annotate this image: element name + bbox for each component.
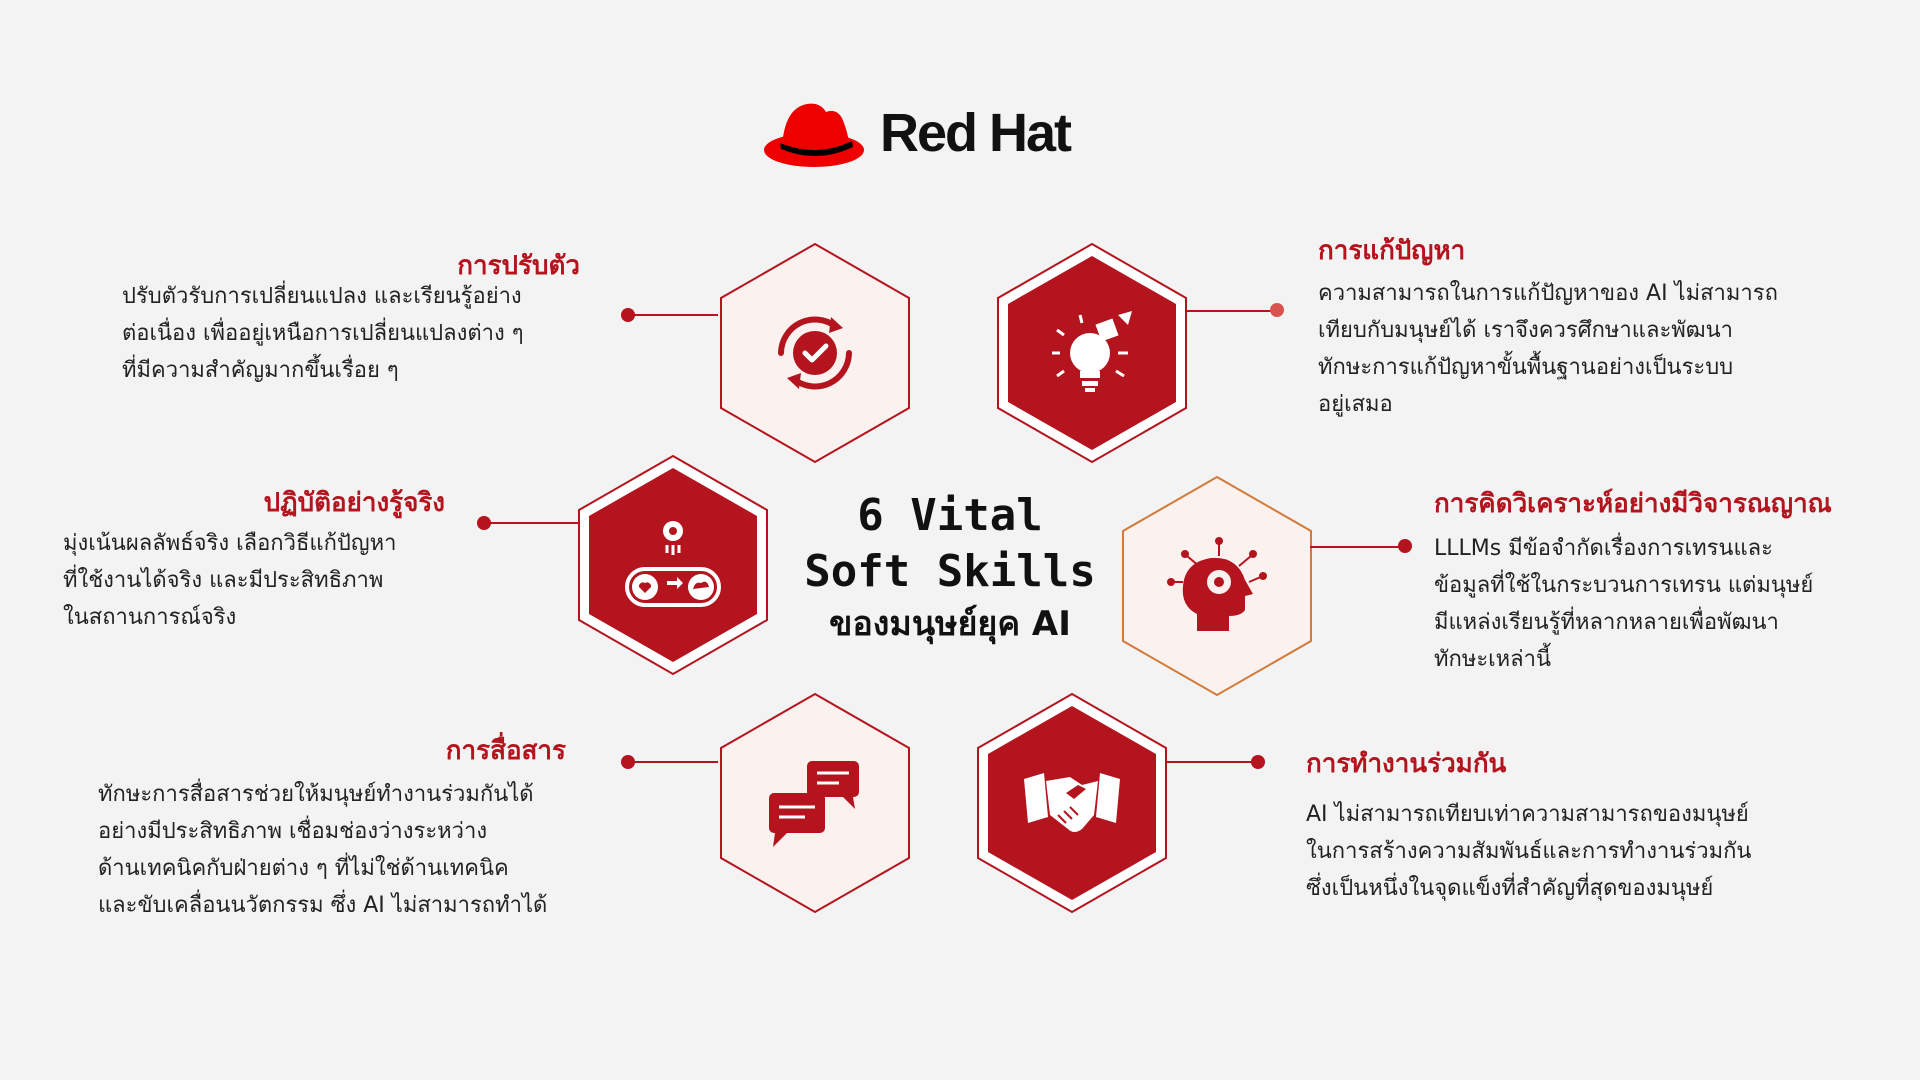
brand-name: Red Hat [880, 103, 1072, 163]
desc-line: ที่ใช้งานได้จริง และมีประสิทธิภาพ [63, 568, 384, 593]
skill-adaptability-hex [715, 240, 915, 466]
desc-line: ความสามารถในการแก้ปัญหาของ AI ไม่สามารถ [1318, 281, 1778, 306]
connector-dot [1270, 303, 1284, 317]
infographic-title: 6 Vital Soft Skills ของมนุษย์ยุค AI [790, 488, 1110, 648]
desc-line: ในการสร้างความสัมพันธ์และการทำงานร่วมกัน [1306, 839, 1752, 864]
skill-collaboration: การทำงานร่วมกัน AI ไม่สามารถเทียบเท่าควา… [1306, 743, 1751, 907]
chat-bubbles-icon [769, 761, 859, 847]
skill-critical-thinking-hex [1117, 473, 1317, 699]
title-line-1: 6 Vital [857, 490, 1043, 541]
desc-line: ซึ่งเป็นหนึ่งในจุดแข็งที่สำคัญที่สุดของม… [1306, 876, 1714, 901]
connector-dot [1398, 539, 1412, 553]
skill-practical-desc: มุ่งเน้นผลลัพธ์จริง เลือกวิธีแก้ปัญหา ที… [63, 525, 396, 636]
title-line-3: ของมนุษย์ยุค AI [829, 604, 1071, 644]
red-hat-logo: Red Hat [762, 88, 1102, 178]
desc-line: ข้อมูลที่ใช้ในกระบวนการเทรน แต่มนุษย์ [1434, 573, 1814, 598]
desc-line: ด้านเทคนิคกับฝ่ายต่าง ๆ ที่ไม่ใช่ด้านเทค… [98, 856, 509, 881]
skill-practical-hex [573, 452, 773, 678]
desc-line: ต่อเนื่อง เพื่ออยู่เหนือการเปลี่ยนแปลงต่… [122, 321, 524, 346]
desc-line: ทักษะการแก้ปัญหาขั้นพื้นฐานอย่างเป็นระบบ [1318, 355, 1734, 380]
skill-problem-solving: การแก้ปัญหา ความสามารถในการแก้ปัญหาของ A… [1318, 230, 1778, 423]
red-hat-icon [764, 103, 864, 167]
skill-adaptability-desc: ปรับตัวรับการเปลี่ยนแปลง และเรียนรู้อย่า… [122, 278, 524, 389]
handshake-icon [1024, 773, 1120, 832]
skill-collaboration-hex [972, 690, 1172, 916]
skill-title: การทำงานร่วมกัน [1306, 749, 1507, 779]
title-line-2: Soft Skills [804, 546, 1096, 597]
connector-line [628, 314, 718, 316]
skill-critical-thinking: การคิดวิเคราะห์อย่างมีวิจารณญาณ LLLMs มี… [1434, 483, 1832, 678]
skill-title: การสื่อสาร [445, 736, 566, 766]
desc-line: ที่มีความสำคัญมากขึ้นเรื่อย ๆ [122, 358, 399, 383]
desc-line: ปรับตัวรับการเปลี่ยนแปลง และเรียนรู้อย่า… [122, 284, 522, 309]
skill-problem-solving-hex [992, 240, 1192, 466]
skill-problem-solving-desc: ความสามารถในการแก้ปัญหาของ AI ไม่สามารถ … [1318, 275, 1778, 423]
refresh-check-icon [778, 316, 852, 390]
connector-line [1310, 546, 1404, 548]
desc-line: อย่างมีประสิทธิภาพ เชื่อมช่องว่างระหว่าง [98, 819, 488, 844]
desc-line: ในสถานการณ์จริง [63, 605, 237, 630]
lightbulb-puzzle-icon [1052, 311, 1132, 392]
desc-line: เทียบกับมนุษย์ได้ เราจึงควรศึกษาและพัฒนา [1318, 318, 1734, 343]
desc-line: LLLMs มีข้อจำกัดเรื่องการเทรนและ [1434, 536, 1773, 561]
connector-line [484, 522, 580, 524]
desc-line: อยู่เสมอ [1318, 392, 1393, 417]
skill-communication-desc: ทักษะการสื่อสารช่วยให้มนุษย์ทำงานร่วมกัน… [98, 776, 547, 924]
skill-title: ปฏิบัติอย่างรู้จริง [263, 488, 445, 518]
skill-title: การปรับตัว [457, 251, 580, 281]
skill-communication-hex [715, 690, 915, 916]
desc-line: AI ไม่สามารถเทียบเท่าความสามารถของมนุษย์ [1306, 802, 1749, 827]
skill-collaboration-desc: AI ไม่สามารถเทียบเท่าความสามารถของมนุษย์… [1306, 796, 1751, 907]
skill-practical: ปฏิบัติอย่างรู้จริง [100, 482, 445, 523]
head-network-icon [1167, 537, 1267, 631]
connector-dot [1251, 755, 1265, 769]
connector-line [628, 761, 718, 763]
skill-critical-thinking-desc: LLLMs มีข้อจำกัดเรื่องการเทรนและ ข้อมูลท… [1434, 530, 1832, 678]
desc-line: ทักษะเหล่านี้ [1434, 647, 1552, 672]
desc-line: มุ่งเน้นผลลัพธ์จริง เลือกวิธีแก้ปัญหา [63, 531, 397, 556]
skill-title: การคิดวิเคราะห์อย่างมีวิจารณญาณ [1434, 489, 1832, 519]
desc-line: ทักษะการสื่อสารช่วยให้มนุษย์ทำงานร่วมกัน… [98, 782, 534, 807]
desc-line: และขับเคลื่อนนวัตกรรม ซึ่ง AI ไม่สามารถท… [98, 893, 548, 918]
connector-line [1186, 310, 1276, 312]
skill-communication: การสื่อสาร [100, 730, 566, 771]
desc-line: มีแหล่งเรียนรู้ที่หลากหลายเพื่อพัฒนา [1434, 610, 1779, 635]
skill-title: การแก้ปัญหา [1318, 236, 1466, 266]
skill-adaptability: การปรับตัว [110, 245, 580, 286]
connector-line [1166, 761, 1256, 763]
gear-conveyor-icon [625, 521, 721, 607]
